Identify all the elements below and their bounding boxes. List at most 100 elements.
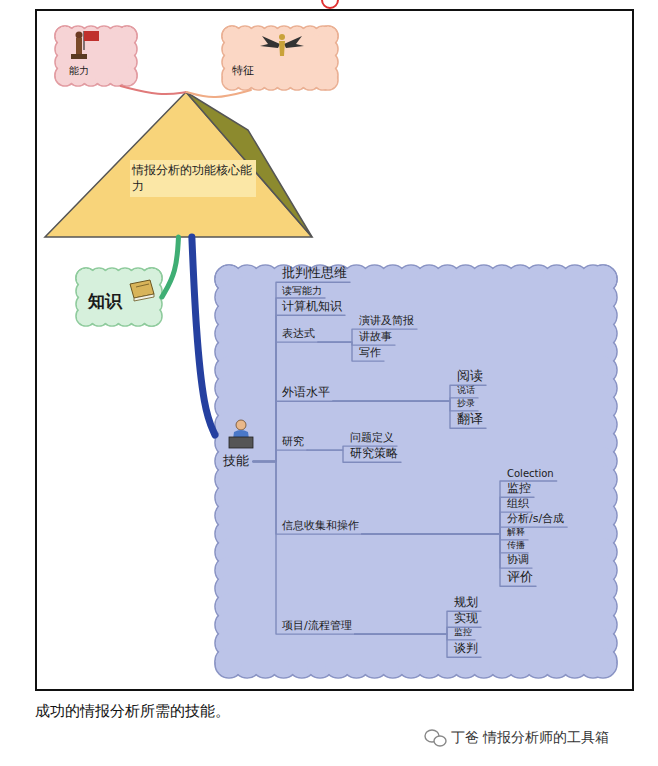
branch-item: 说话 <box>456 386 478 398</box>
branch-label: 解释 <box>506 528 528 540</box>
branch-line <box>333 398 478 401</box>
branch-label: Colection <box>506 468 557 481</box>
branch-item: 计算机知识 <box>281 300 345 315</box>
branch-line <box>362 481 557 534</box>
watermark: 丁爸 情报分析师的工具箱 <box>451 729 609 747</box>
branch-item: 实现 <box>453 612 481 627</box>
core-label: 情报分析的功能核心能力 <box>130 160 256 197</box>
branch-line <box>253 315 345 461</box>
branch-label: 写作 <box>358 347 384 361</box>
branch-line <box>253 401 333 461</box>
cloud-lobe <box>289 266 315 292</box>
cloud-fill <box>223 27 337 89</box>
branch-line <box>318 342 395 345</box>
branch-item: 信息收集和操作 <box>281 520 362 534</box>
branch-item: 监控 <box>453 628 475 640</box>
branch-label: 评价 <box>506 570 536 586</box>
main-branch <box>162 237 179 297</box>
statue-icon <box>71 31 99 59</box>
cloud-outline <box>76 268 162 326</box>
book-icon <box>130 280 154 301</box>
branch-label: 阅读 <box>456 369 486 385</box>
branch-item: 读写能力 <box>281 285 325 298</box>
branch-item: 外语水平 <box>281 386 333 401</box>
pyramid-front <box>45 92 312 237</box>
cloud-shape <box>55 26 137 86</box>
branch-item: 阅读 <box>456 369 486 385</box>
branch-label: 读写能力 <box>281 285 325 298</box>
ability-bubble: 能力 <box>55 26 137 86</box>
branch-label: 研究策略 <box>349 447 401 462</box>
branch-label: 监控 <box>506 482 534 497</box>
branch-label: 表达式 <box>281 328 318 342</box>
branch-item: 批判性思维 <box>281 266 350 282</box>
branch-line <box>362 527 567 534</box>
branch-item: 演讲及简报 <box>358 315 417 329</box>
branch-item: 解释 <box>506 528 528 540</box>
branch-line <box>253 298 325 461</box>
branch-item: 监控 <box>506 482 534 497</box>
branch-item: 分析/s/合成 <box>506 513 567 527</box>
core-pyramid: 情报分析的功能核心能力 <box>45 92 312 237</box>
main-branch <box>192 237 215 435</box>
cloud-shape <box>215 265 617 678</box>
branch-line <box>362 534 528 540</box>
branch-label: 分析/s/合成 <box>506 513 567 527</box>
branch-label: 监控 <box>453 628 475 640</box>
branch-label: 说话 <box>456 386 478 398</box>
branch-line <box>318 342 384 361</box>
branch-line <box>355 634 481 657</box>
branch-item: 规划 <box>453 596 481 611</box>
cloud-body <box>229 279 603 664</box>
branch-line <box>307 450 401 462</box>
branch-label: 实现 <box>453 612 481 627</box>
branch-label: 演讲及简报 <box>358 315 417 329</box>
branch-label: 传播 <box>506 541 528 553</box>
cloud-outline <box>55 26 137 86</box>
cloud-outline <box>215 265 617 678</box>
branch-line <box>362 534 532 568</box>
branch-label: 信息收集和操作 <box>281 520 362 534</box>
branch-item: 谈判 <box>453 642 481 657</box>
branch-item: 评价 <box>506 570 536 586</box>
branch-line <box>355 611 481 634</box>
branch-line <box>253 342 318 461</box>
branch-label: 协调 <box>506 554 532 568</box>
branch-item: 项目/流程管理 <box>281 620 355 634</box>
branch-label: 抄录 <box>456 399 478 411</box>
branch-item: 抄录 <box>456 399 478 411</box>
bubble-label: 技能 <box>223 453 249 470</box>
branch-line <box>253 282 350 461</box>
branch-item: 写作 <box>358 347 384 361</box>
branch-item: 问题定义 <box>349 432 397 446</box>
main-branch <box>121 86 187 94</box>
branch-item: 讲故事 <box>358 331 395 345</box>
cropped-mark <box>322 0 338 8</box>
branch-label: 规划 <box>453 596 481 611</box>
bubble-label: 能力 <box>69 64 89 77</box>
frame <box>36 10 633 690</box>
cloud-lobe <box>288 265 316 293</box>
branch-item: 表达式 <box>281 328 318 342</box>
branch-label: 讲故事 <box>358 331 395 345</box>
branch-item: 翻译 <box>456 412 486 428</box>
branch-label: 批判性思维 <box>281 266 350 282</box>
winged-figure-icon <box>260 34 304 56</box>
cloud-fill <box>56 27 136 85</box>
branch-label: 外语水平 <box>281 386 333 401</box>
branch-line <box>253 450 307 461</box>
branch-label: 翻译 <box>456 412 486 428</box>
branch-item: 研究 <box>281 436 307 450</box>
branch-label: 谈判 <box>453 642 481 657</box>
branch-line <box>307 446 397 450</box>
cloud-fill <box>216 266 616 677</box>
branch-line <box>333 401 486 428</box>
trait-bubble: 特征 <box>222 26 338 90</box>
branch-item: 传播 <box>506 541 528 553</box>
cloud-body <box>232 36 328 80</box>
branch-line <box>253 461 355 634</box>
branch-label: 计算机知识 <box>281 300 345 315</box>
branch-item: 研究策略 <box>349 447 401 462</box>
branch-label: 问题定义 <box>349 432 397 446</box>
